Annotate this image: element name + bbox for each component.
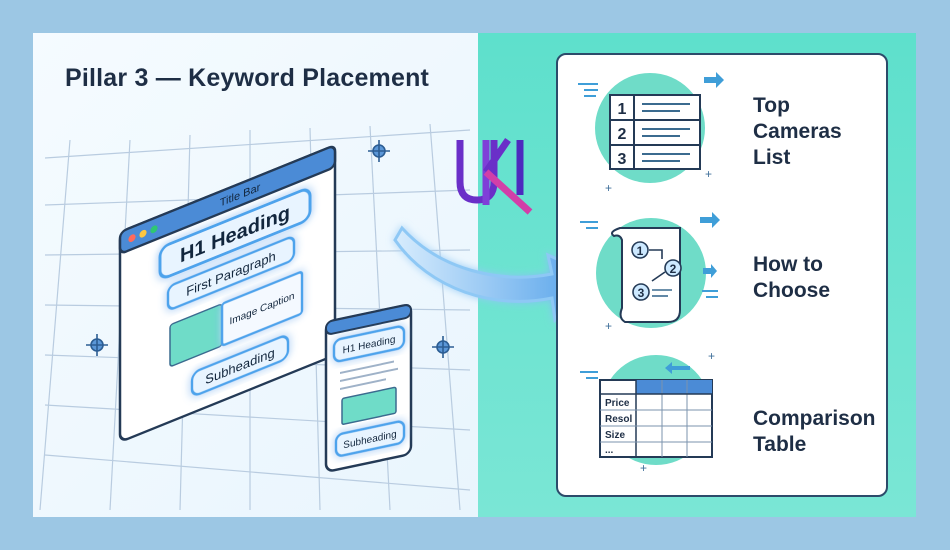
comparison-table-illustration: Price Resol Size ... + +: [580, 349, 715, 475]
arrow-right-icon: [700, 212, 720, 228]
step-number: 1: [637, 244, 644, 258]
section-label-how-to-choose: How to Choose: [753, 253, 831, 302]
crosshair-icon: [368, 140, 390, 162]
svg-text:+: +: [640, 461, 647, 475]
step-number: 2: [670, 262, 677, 276]
how-to-choose-illustration: 1 2 3 +: [580, 212, 720, 333]
mobile-subheading-box: [334, 420, 406, 457]
window-close-dot: [128, 234, 136, 243]
section-label-top-cameras-list: Top Cameras List: [753, 94, 842, 169]
mobile-window: H1 Heading Subheading: [324, 304, 413, 472]
crosshair-icon: [86, 334, 108, 356]
arrow-right-icon: [704, 72, 724, 88]
arrow-right-icon: [703, 264, 717, 278]
brand-logo: [456, 138, 533, 215]
table-row-label: Price: [605, 398, 630, 409]
mobile-h1-box: [332, 325, 406, 363]
subheading-box: [190, 335, 290, 396]
top-cameras-list-illustration: 1 2 3 + +: [578, 72, 724, 195]
image-caption-box: [220, 271, 304, 347]
crosshair-icon: [432, 336, 454, 358]
section-label-comparison-table: Comparison Table: [753, 407, 876, 456]
h1-heading-box: [158, 188, 312, 279]
svg-text:+: +: [605, 181, 612, 195]
mobile-image-placeholder: [341, 386, 397, 425]
list-number: 3: [618, 151, 627, 168]
window-maximize-dot: [150, 225, 158, 234]
step-number: 3: [638, 286, 645, 300]
svg-text:+: +: [605, 319, 612, 333]
list-number: 2: [618, 126, 627, 143]
list-number: 1: [618, 101, 627, 118]
decorative-lines-icon: [578, 83, 598, 97]
svg-text:+: +: [705, 167, 712, 181]
table-row-label: ...: [605, 445, 614, 456]
window-minimize-dot: [139, 229, 147, 238]
page-title: Pillar 3 — Keyword Placement: [65, 64, 430, 92]
svg-text:+: +: [708, 349, 715, 363]
table-row-label: Resol: [605, 414, 632, 425]
arrow-left-icon: [665, 362, 690, 374]
desktop-window: Title Bar H1 Heading First Paragraph Ima…: [118, 145, 337, 441]
table-row-label: Size: [605, 430, 625, 441]
first-paragraph-box: [166, 236, 296, 310]
